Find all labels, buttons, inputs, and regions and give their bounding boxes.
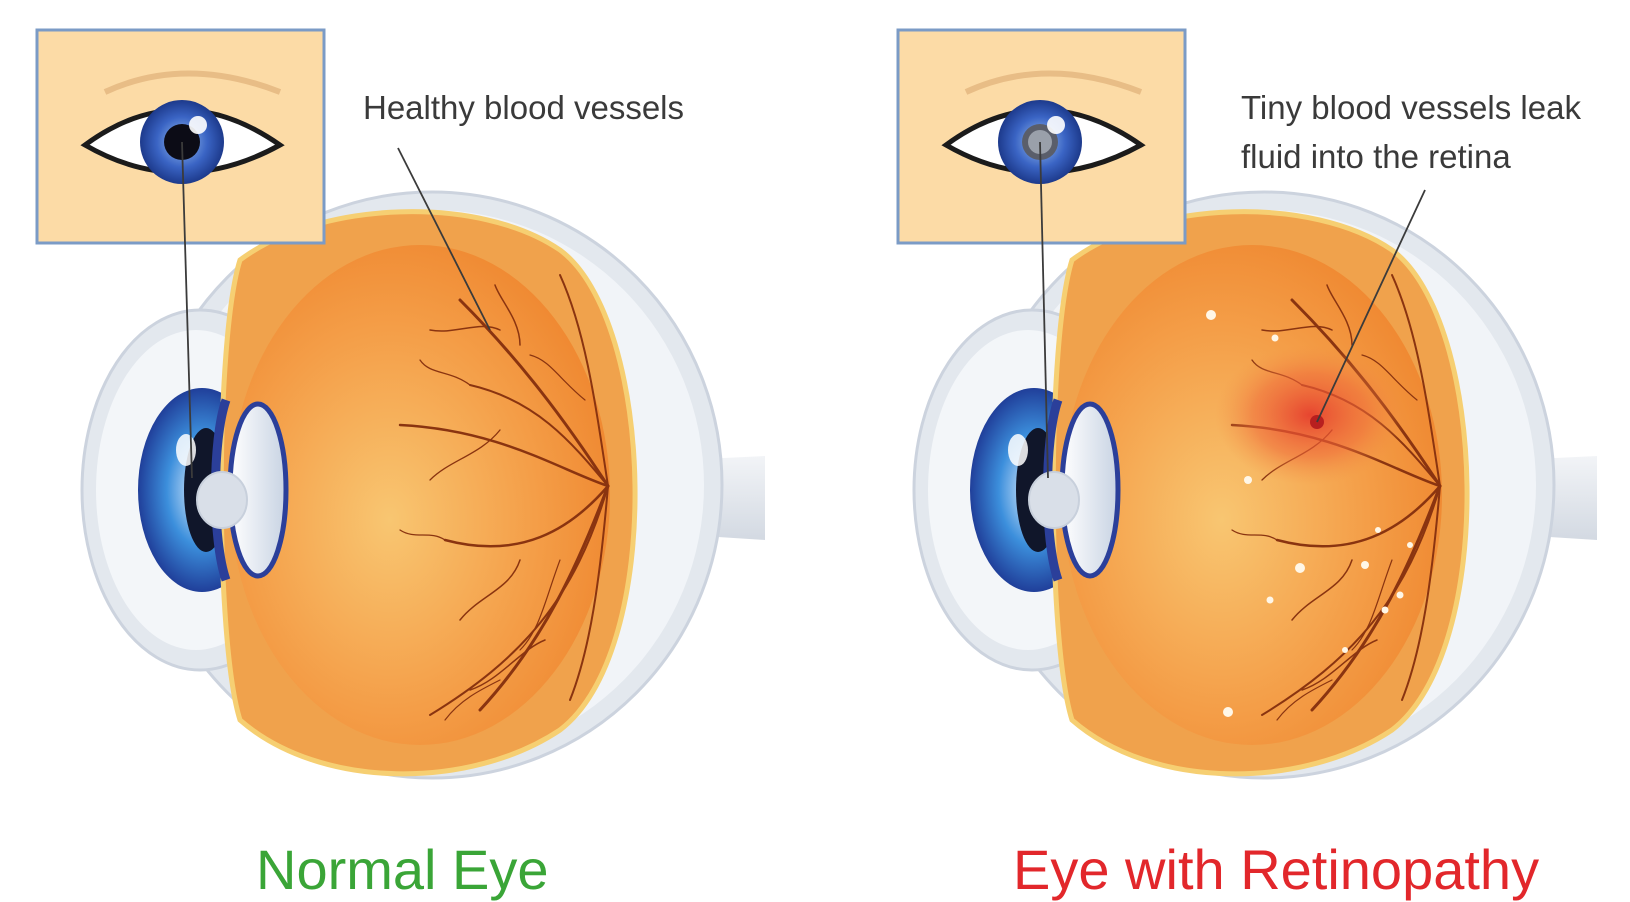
retinopathy-eye-illustration xyxy=(914,192,1597,778)
leak-label-line-1: Tiny blood vessels leak xyxy=(1241,84,1581,132)
healthy-vessels-label: Healthy blood vessels xyxy=(363,84,684,132)
normal-eye-caption: Normal Eye xyxy=(256,838,549,902)
leak-label-line-2: fluid into the retina xyxy=(1241,133,1511,181)
retinopathy-eye-caption: Eye with Retinopathy xyxy=(1013,838,1539,902)
normal-eye-inset xyxy=(37,30,324,243)
fluid-leak-area xyxy=(1215,345,1405,485)
normal-eye-illustration xyxy=(82,192,765,778)
